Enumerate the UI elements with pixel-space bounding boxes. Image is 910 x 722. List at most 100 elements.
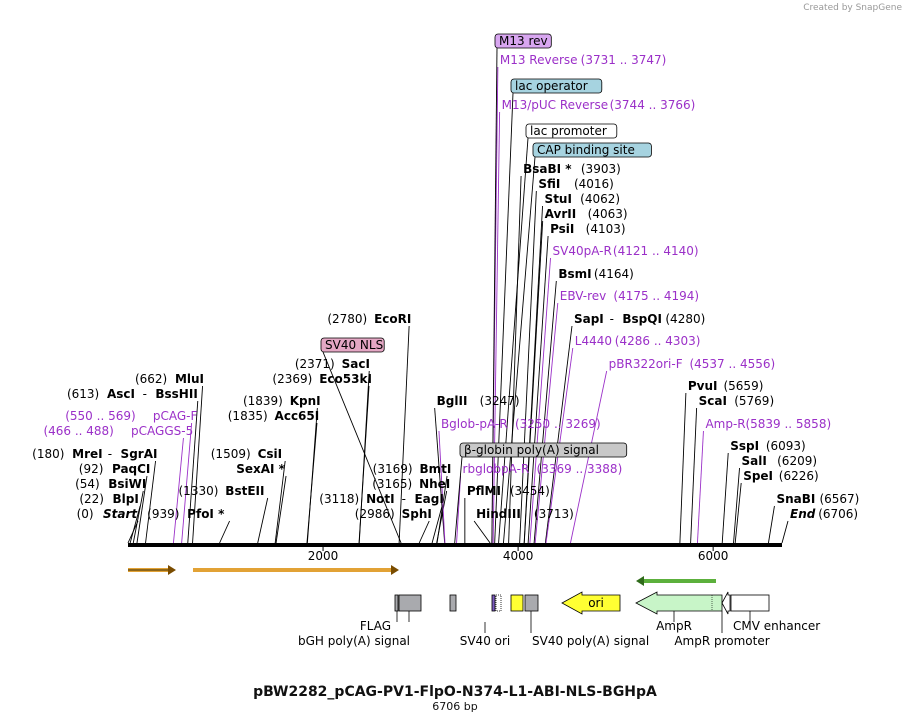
site-label-part: (92) (79, 462, 104, 476)
feature-box: β-globin poly(A) signal (459, 442, 628, 458)
plasmid-length: 6706 bp (432, 700, 477, 713)
site-label-part: BmtI (419, 462, 451, 476)
right-site-label: SalI(6209) (742, 454, 818, 468)
left-site-label: (1835) Acc65I (228, 409, 319, 423)
site-label-part: Acc65I (275, 409, 320, 423)
feature-connector (491, 47, 498, 544)
site-label-part: Bglob-pA-R (441, 417, 508, 431)
sv40-polya-box (524, 594, 539, 612)
site-connector (398, 325, 410, 544)
site-label-part: (1330) (179, 484, 219, 498)
site-label-part: Eco53kI (319, 372, 372, 386)
site-label-part: (3369 .. 3388) (537, 462, 623, 476)
site-label-part: M13/pUC Reverse (502, 98, 608, 112)
left-site-label: (2369)Eco53kI (272, 372, 372, 386)
site-label-part: (6093) (766, 439, 806, 453)
site-label-part: (4016) (574, 177, 614, 191)
right-site-label: M13/pUC Reverse(3744 .. 3766) (502, 98, 696, 112)
site-connector (306, 422, 318, 544)
feature-box-label: M13 rev (499, 34, 548, 48)
right-site-label: PsiI(4103) (550, 222, 626, 236)
feature-box: CAP binding site (532, 142, 652, 158)
site-connector (734, 482, 742, 544)
right-site-label: SpeI(6226) (743, 469, 819, 483)
site-label-part: BstEII (225, 484, 264, 498)
site-label-part: NheI (419, 477, 450, 491)
left-site-label: (2986)SphI (355, 507, 432, 521)
flag-label: FLAG (360, 619, 391, 633)
site-label-part: (5839 .. 5858) (745, 417, 831, 431)
left-site-label: (22)BlpI (79, 492, 139, 506)
sv40-polya-label: SV40 poly(A) signal (532, 634, 649, 648)
site-connector (523, 220, 544, 544)
site-label-part: pCAGGS-5 (131, 424, 193, 438)
site-label-part: M13 Reverse (500, 53, 578, 67)
site-label-part: (4063) (588, 207, 628, 221)
scale-tick-label: 2000 (308, 549, 339, 563)
site-connector (456, 475, 462, 544)
site-label-part: (6209) (777, 454, 817, 468)
right-site-label: End(6706) (790, 507, 858, 521)
feature-box: lac operator (510, 78, 603, 94)
flag-box (394, 594, 399, 612)
site-connector (127, 520, 139, 544)
sv40-nls-box (491, 594, 496, 612)
site-connector (275, 475, 287, 544)
feature-box-label: CAP binding site (537, 143, 635, 157)
feature-box: SV40 NLS (320, 337, 385, 353)
site-label-part: rbglobpA-R (463, 462, 530, 476)
site-connector (529, 257, 551, 544)
feature-track: ori FLAG bGH poly(A) signal SV40 ori SV4… (298, 591, 820, 648)
right-site-label: HindIII (3713) (476, 507, 574, 521)
site-label-part: EcoRI (374, 312, 411, 326)
site-label-part: SpeI (743, 469, 773, 483)
site-label-part: PfoI * (187, 507, 225, 521)
site-label-part: EBV-rev (560, 289, 606, 303)
site-label-part: AvrII (545, 207, 577, 221)
site-connector (257, 497, 269, 544)
cmv-enhancer-label: CMV enhancer (733, 619, 820, 633)
left-site-label: (1839)KpnI (243, 394, 321, 408)
site-label-part: (3731 .. 3747) (581, 53, 667, 67)
left-site-label: (939) PfoI * (147, 507, 225, 521)
site-label-part: BglII (437, 394, 468, 408)
right-site-label: rbglobpA-R (3369 .. 3388) (463, 462, 623, 476)
lac-box (495, 594, 502, 612)
site-label-part: (3454) (510, 484, 550, 498)
site-connector (434, 407, 446, 544)
site-label-part: (939) (147, 507, 179, 521)
site-label-part: (1835) (228, 409, 268, 423)
feature-box: lac promoter (525, 123, 618, 139)
site-label-part: (4537 .. 4556) (689, 357, 775, 371)
site-label-part: L4440 (575, 334, 612, 348)
snapgene-brand: Created by SnapGene (803, 3, 902, 13)
ori-arrow (561, 591, 621, 615)
site-label-part: (662) (135, 372, 167, 386)
right-site-label: EBV-rev(4175 .. 4194) (560, 289, 699, 303)
site-label-part: (4103) (586, 222, 626, 236)
feature-connector (454, 456, 463, 544)
site-connector (358, 385, 370, 544)
site-label-part: Start (103, 507, 138, 521)
left-site-label: (1509)CsiI (211, 447, 282, 461)
site-label-part: (3169) (373, 462, 413, 476)
site-connector (534, 302, 559, 544)
site-label-part: - (402, 492, 406, 506)
left-site-label: SexAI * (236, 462, 285, 476)
right-site-label: SnaBI(6567) (776, 492, 859, 506)
ampr-arrow (635, 591, 723, 615)
site-label-part: (3713) (534, 507, 574, 521)
site-label-part: HindIII (476, 507, 521, 521)
site-label-part: (4164) (594, 267, 634, 281)
site-label-part: SV40pA-R (553, 244, 612, 258)
site-label-part: (180) (32, 447, 64, 461)
right-site-label: Bglob-pA-R(3250 .. 3269) (441, 417, 601, 431)
site-label-part: SfiI (538, 177, 560, 191)
site-label-part: BsmI (558, 267, 591, 281)
site-label-part: CsiI (258, 447, 283, 461)
site-label-part: Amp-R (705, 417, 745, 431)
site-label-part: BsaBI * (523, 162, 572, 176)
site-connector (473, 520, 491, 544)
feature-box: M13 rev (494, 33, 552, 49)
ampr-label: AmpR (656, 619, 692, 633)
